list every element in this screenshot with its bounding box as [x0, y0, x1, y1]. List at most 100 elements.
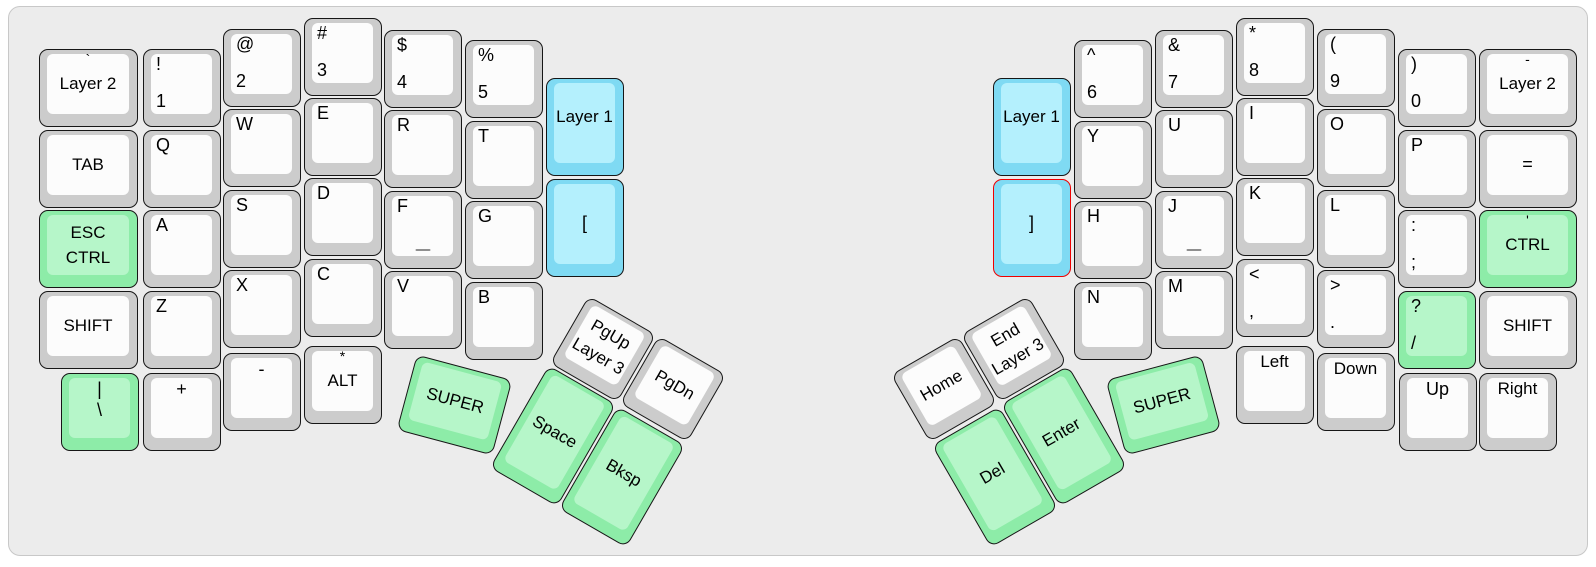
- key-super-left[interactable]: SUPER: [396, 354, 512, 456]
- key-layer1-right[interactable]: Layer 1: [993, 78, 1071, 176]
- key-k[interactable]: K: [1236, 178, 1314, 256]
- key-j[interactable]: J: [1155, 191, 1233, 269]
- keycap: N: [1082, 287, 1143, 347]
- keycap: @2: [231, 34, 292, 94]
- keycap: Up: [1407, 378, 1468, 438]
- key-legend: C: [317, 264, 330, 284]
- key-at-2[interactable]: @2: [223, 29, 301, 107]
- key-legend: |\: [69, 379, 130, 420]
- key-q[interactable]: Q: [143, 130, 221, 208]
- key-legend: 0: [1411, 91, 1422, 111]
- keycap: !1: [151, 54, 212, 114]
- keycap: *ALT: [312, 348, 373, 411]
- key-legend: Layer 1: [1003, 107, 1060, 126]
- key-legend-line: Home: [917, 365, 966, 406]
- key-asterisk-8[interactable]: *8: [1236, 18, 1314, 96]
- key-legend: D: [317, 183, 330, 203]
- key-pipe-backslash[interactable]: |\: [61, 373, 139, 451]
- key-o[interactable]: O: [1317, 109, 1395, 187]
- keycap: ?/: [1406, 296, 1467, 356]
- keycap: $4: [392, 35, 453, 95]
- keycap: >.: [1325, 275, 1386, 335]
- key-p[interactable]: P: [1398, 130, 1476, 208]
- key-legend-line: Left: [1260, 352, 1289, 371]
- keycap: X: [231, 275, 292, 335]
- keycap: Left: [1244, 351, 1305, 411]
- key-quote-ctrl[interactable]: 'CTRL: [1479, 210, 1577, 288]
- keycap: PgDn: [632, 344, 716, 427]
- key-super-right[interactable]: SUPER: [1105, 354, 1221, 456]
- key-minus[interactable]: -: [223, 353, 301, 431]
- key-gt-period[interactable]: >.: [1317, 270, 1395, 348]
- key-i[interactable]: I: [1236, 98, 1314, 176]
- key-legend: ): [1411, 54, 1417, 74]
- key-rbracket[interactable]: ]: [993, 179, 1071, 277]
- key-v[interactable]: V: [384, 271, 462, 349]
- key-lbracket[interactable]: [: [546, 179, 624, 277]
- key-legend-line: SUPER: [423, 383, 486, 418]
- key-right-arrow[interactable]: Right: [1479, 373, 1557, 451]
- key-legend: =: [1487, 135, 1568, 195]
- key-dollar-4[interactable]: $4: [384, 30, 462, 108]
- key-u[interactable]: U: [1155, 110, 1233, 188]
- key-r[interactable]: R: [384, 110, 462, 188]
- key-asterisk-alt[interactable]: *ALT: [304, 346, 382, 424]
- key-l[interactable]: L: [1317, 190, 1395, 268]
- key-layer1-left[interactable]: Layer 1: [546, 78, 624, 176]
- key-h[interactable]: H: [1074, 201, 1152, 279]
- key-legend: +: [151, 379, 212, 400]
- key-legend-line: ESC: [70, 222, 106, 242]
- key-f[interactable]: F: [384, 191, 462, 269]
- keycap: )0: [1406, 54, 1467, 114]
- key-legend: K: [1249, 183, 1262, 203]
- keycap: E: [312, 103, 373, 163]
- key-x[interactable]: X: [223, 270, 301, 348]
- key-caret-6[interactable]: ^6: [1074, 40, 1152, 118]
- key-legend: Z: [156, 296, 167, 316]
- key-m[interactable]: M: [1155, 271, 1233, 349]
- key-grave-layer2[interactable]: `Layer 2: [39, 49, 138, 127]
- key-minus-layer2[interactable]: -Layer 2: [1479, 49, 1577, 127]
- key-y[interactable]: Y: [1074, 121, 1152, 199]
- key-s[interactable]: S: [223, 190, 301, 268]
- keycap: P: [1406, 135, 1467, 195]
- key-legend: 2: [236, 71, 247, 91]
- keycap: S: [231, 195, 292, 255]
- key-shift-right[interactable]: SHIFT: [1479, 291, 1577, 369]
- keycap: `Layer 2: [47, 51, 129, 114]
- key-legend: M: [1168, 276, 1183, 296]
- key-legend-line: SHIFT: [63, 315, 113, 335]
- key-exclam-1[interactable]: !1: [143, 49, 221, 127]
- key-legend: SUPER: [1114, 362, 1209, 441]
- key-hash-3[interactable]: #3: [304, 18, 382, 96]
- key-colon-semicolon[interactable]: :;: [1398, 210, 1476, 288]
- key-z[interactable]: Z: [143, 291, 221, 369]
- key-tab[interactable]: TAB: [39, 130, 138, 208]
- key-percent-5[interactable]: %5: [465, 40, 543, 118]
- key-e[interactable]: E: [304, 98, 382, 176]
- key-g[interactable]: G: [465, 201, 543, 279]
- key-down-arrow[interactable]: Down: [1317, 353, 1395, 431]
- key-d[interactable]: D: [304, 178, 382, 256]
- key-rparen-0[interactable]: )0: [1398, 49, 1476, 127]
- key-up-arrow[interactable]: Up: [1399, 373, 1477, 451]
- key-question-slash[interactable]: ?/: [1398, 291, 1476, 369]
- key-left-arrow[interactable]: Left: [1236, 346, 1314, 424]
- key-a[interactable]: A: [143, 210, 221, 288]
- key-equals[interactable]: =: [1479, 130, 1577, 208]
- key-amp-7[interactable]: &7: [1155, 30, 1233, 108]
- key-plus[interactable]: +: [143, 373, 221, 451]
- key-n[interactable]: N: [1074, 282, 1152, 360]
- key-t[interactable]: T: [465, 121, 543, 199]
- key-b[interactable]: B: [465, 282, 543, 360]
- key-c[interactable]: C: [304, 259, 382, 337]
- key-lt-comma[interactable]: <,: [1236, 259, 1314, 337]
- key-shift-left[interactable]: SHIFT: [39, 291, 138, 369]
- key-lparen-9[interactable]: (9: [1317, 29, 1395, 107]
- key-w[interactable]: W: [223, 109, 301, 187]
- key-legend-line: +: [176, 379, 187, 399]
- key-legend: $: [397, 35, 408, 55]
- key-legend-line: |: [97, 379, 102, 399]
